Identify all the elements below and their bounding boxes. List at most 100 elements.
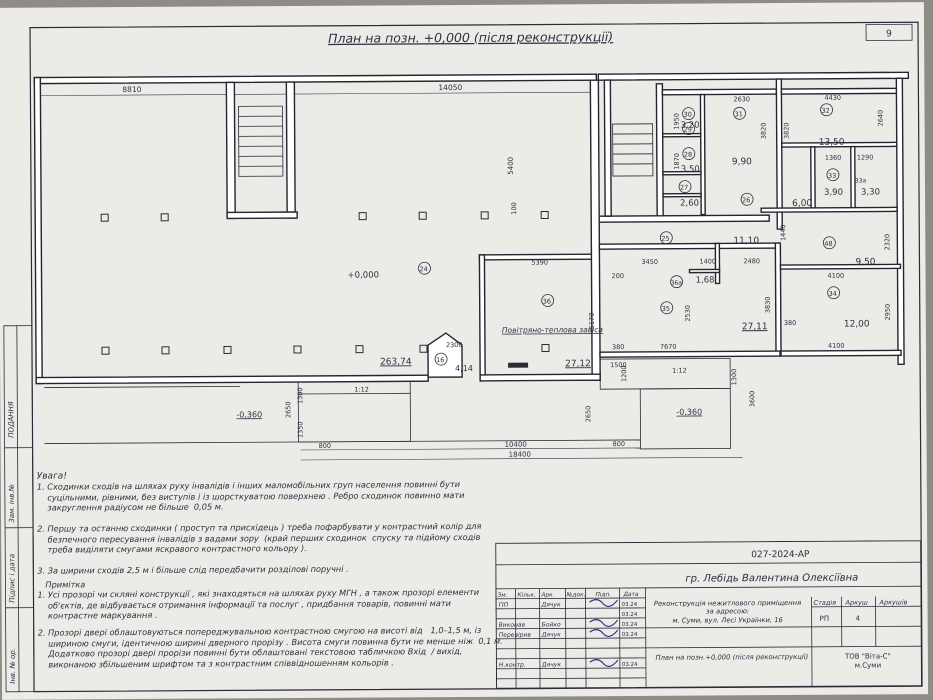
room-area-33: 3,90 [824, 188, 843, 198]
signature-2 [590, 619, 618, 626]
room-area-26: 6,00 [792, 199, 812, 209]
note-1: 1. Сходинки сходів на шляхах руху інвалі… [37, 479, 465, 513]
room-area-33a: 3,30 [861, 187, 880, 197]
dimension-label: 1440 [779, 224, 787, 241]
dimension-label: 2950 [884, 304, 892, 321]
room-no-33a: 33а [855, 178, 867, 185]
dimension-label: 5170 [588, 313, 596, 330]
dimension-label: 100 [510, 202, 518, 214]
dimension-label: 1360 [825, 154, 842, 162]
stamp-cell-text: Дячук [541, 661, 561, 668]
note-2: 2. Першу та останню сходинки ( проступ т… [37, 521, 482, 555]
room-area-31: 9,90 [732, 157, 752, 167]
dimension-label: 10400 [505, 441, 527, 449]
stamp-cell-text: Кільк. [517, 593, 535, 599]
remark-2: 2. Прозорі двері облаштовуються попередж… [38, 625, 503, 670]
room-no-35: 35 [662, 305, 670, 313]
legend-original-no: Інв. № ор. [9, 648, 17, 684]
dimension-label: 1300 [730, 369, 738, 386]
room-area-29: 3,20 [681, 121, 700, 131]
dimension-label: 380 [784, 319, 796, 327]
dimension-label: 1300 [296, 387, 304, 404]
dimension-label: 380 [612, 343, 624, 351]
stamp-cell-text: Підп. [595, 592, 611, 598]
stamp-cell-text: РП [820, 615, 830, 623]
stamp-cell-text: Перевірив [499, 632, 532, 639]
dimension-label: 2530 [684, 305, 692, 322]
room-area-25: 11,10 [733, 236, 759, 246]
stamp-sheet-title: План на позн.+0,000 (після реконструкції… [650, 652, 814, 664]
signature-1 [590, 599, 618, 606]
stamp-cell-text: Аркуш [845, 599, 868, 607]
stamp-cell-text: 03.24 [622, 602, 638, 608]
dimension-label: 7670 [660, 343, 677, 351]
room-area-24: 263,74 [380, 357, 412, 367]
room-no-31: 31 [735, 110, 743, 118]
stamp-cell-text: 03.24 [622, 612, 638, 618]
dimension-label: 4100 [828, 272, 845, 280]
room-no-48: 48 [824, 240, 832, 248]
dimension-label: 2480 [743, 257, 760, 265]
legend-signature-date: Підпис і дата [8, 554, 16, 603]
room-no-24: 24 [419, 265, 427, 273]
dimension-label: 1950 [673, 113, 681, 130]
room-area-36a: 1,68 [696, 275, 715, 285]
dimension-label: 3820 [760, 123, 768, 140]
room-no-32: 32 [822, 107, 830, 115]
stamp-cell-text: Бойко [542, 621, 561, 628]
dimension-label: 2640 [877, 110, 885, 127]
stamp-cell-text: ГІП [499, 602, 509, 609]
dimension-label: 18400 [509, 451, 531, 459]
room-area-16: 4,14 [455, 364, 473, 373]
dimension-label: 1400 [699, 257, 716, 265]
dimension-label: 2630 [733, 95, 750, 103]
room-no-36: 36 [543, 297, 551, 305]
doc-code: 027-2024-АР [751, 550, 810, 560]
level-main: +0,000 [348, 271, 380, 281]
dimension-label: 1:12 [354, 386, 369, 394]
dimension-label: 5390 [531, 258, 548, 266]
level-ext-right: -0,360 [676, 408, 702, 417]
dimension-label: 1350 [296, 421, 304, 438]
dimension-label: 1:12 [672, 367, 687, 375]
room-area-35: 27,11 [742, 322, 768, 332]
project-title: Реконструкція нежитлового приміщення за … [650, 599, 806, 625]
stamp-cell-text: Виконав [499, 622, 526, 629]
legend-podannia: ПОДАННЯ [7, 401, 15, 438]
dim-8810: 8810 [122, 85, 141, 94]
dimension-label: 2320 [883, 234, 891, 251]
dimension-label: 3600 [748, 391, 756, 408]
stamp-cell-text: Арк. [540, 592, 554, 598]
signature-3 [590, 629, 618, 636]
level-ext-left: -0,360 [236, 410, 262, 419]
stamp-cell-text: Н.контр. [499, 662, 526, 669]
room-no-30: 30 [684, 111, 692, 119]
sheet-title: План на позн. +0,000 (після реконструкці… [328, 29, 613, 46]
room-no-28: 28 [684, 151, 692, 159]
room-area-32: 13,50 [819, 138, 845, 148]
room-area-36: 27,12 [565, 359, 591, 369]
room-area-48: 9,50 [855, 257, 875, 267]
stamp-cell-text: Зм. [497, 593, 507, 599]
room-area-27: 2,60 [680, 199, 699, 209]
staircase-left [239, 106, 283, 176]
room-no-36a: 36а [671, 280, 683, 287]
room-no-34: 34 [829, 290, 837, 298]
dimension-label: 2300 [446, 341, 463, 349]
dimension-label: 1200 [620, 365, 628, 382]
dimension-label: 4430 [824, 94, 841, 102]
company-name: ТОВ "Віта-С" м.Суми [814, 652, 922, 671]
staircase-right [613, 124, 653, 176]
stamp-cell-text: Стадія [814, 599, 837, 607]
dimension-label: 2650 [284, 401, 292, 418]
room-area-28: 3,50 [681, 165, 700, 175]
room-no-27: 27 [680, 184, 688, 192]
room-area-34: 12,00 [844, 320, 870, 330]
dimension-label: 1290 [857, 153, 874, 161]
room-no-25: 25 [661, 235, 669, 243]
dimension-label: 3820 [783, 122, 791, 139]
dimension-label: 3450 [641, 258, 658, 266]
exterior-ramps: 1:12 1:12 1500 1200 1300 3600 2650 1350 … [44, 358, 757, 461]
room-no-33: 33 [828, 172, 836, 180]
